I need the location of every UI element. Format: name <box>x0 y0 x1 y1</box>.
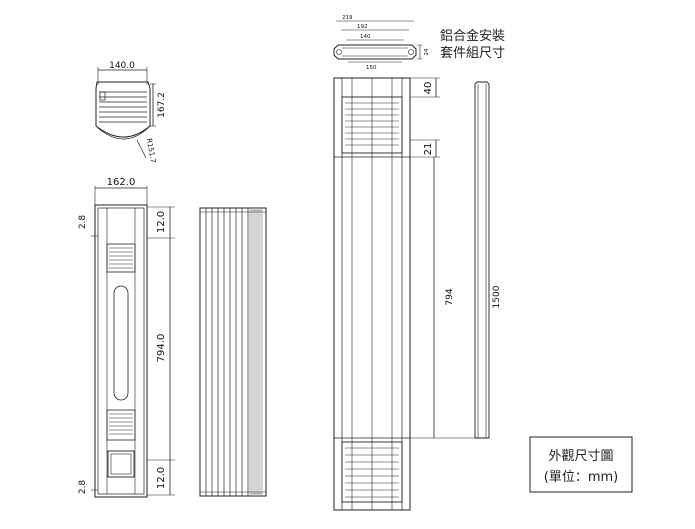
top-view-width-label: 140.0 <box>109 61 135 71</box>
assembly-lower-grille <box>341 441 403 503</box>
front-view-top-gap-label: 12.0 <box>156 211 167 233</box>
rail-top-gap-label: 40 <box>423 82 434 95</box>
section-profile <box>333 44 417 60</box>
rail-length-label: 1500 <box>492 285 502 308</box>
side-view-hatched-panel <box>249 209 263 495</box>
section-view <box>333 20 422 63</box>
front-upper-grille <box>106 243 136 273</box>
side-view <box>199 207 267 497</box>
section-base-label: 150 <box>366 65 377 71</box>
assembly-upper-grille <box>341 96 403 154</box>
top-view-fins <box>99 91 147 123</box>
front-view-bottom-offset-label: 2.8 <box>78 480 88 495</box>
front-view-height-label: 794.0 <box>156 334 167 363</box>
front-center-slot <box>113 285 129 401</box>
front-view-width-label: 162.0 <box>107 177 136 188</box>
front-control-panel <box>107 450 135 478</box>
mounted-assembly <box>333 77 476 511</box>
top-view <box>95 67 156 159</box>
front-lower-grille <box>106 409 136 441</box>
top-view-height-label: 167.2 <box>157 92 167 118</box>
front-view-outline <box>94 204 148 498</box>
radius-leader-line <box>136 139 147 159</box>
top-view-radius-label: R151.7 <box>145 138 157 164</box>
section-outer-label: 192 <box>357 24 368 30</box>
section-overall-label: 219 <box>342 15 353 21</box>
top-view-outline <box>95 81 151 138</box>
section-title-line2: 套件組尺寸 <box>440 45 505 61</box>
side-view-outline <box>199 207 267 497</box>
long-rail-outline <box>474 81 490 439</box>
front-view-top-offset-label: 2.8 <box>78 215 88 230</box>
legend-title: 外觀尺寸圖 <box>548 449 613 464</box>
section-depth-label: 24 <box>424 48 430 55</box>
rail-body-label: 794 <box>445 288 455 305</box>
rail-upper-vent-label: 21 <box>423 143 434 156</box>
section-inner-label: 140 <box>360 34 371 40</box>
legend-unit: (單位：mm) <box>544 470 618 485</box>
front-view-bottom-gap-label: 12.0 <box>156 467 167 489</box>
legend-box <box>529 436 633 493</box>
section-title-line1: 鋁合金安裝 <box>440 28 505 44</box>
long-rail <box>474 81 490 439</box>
front-view <box>91 186 175 498</box>
